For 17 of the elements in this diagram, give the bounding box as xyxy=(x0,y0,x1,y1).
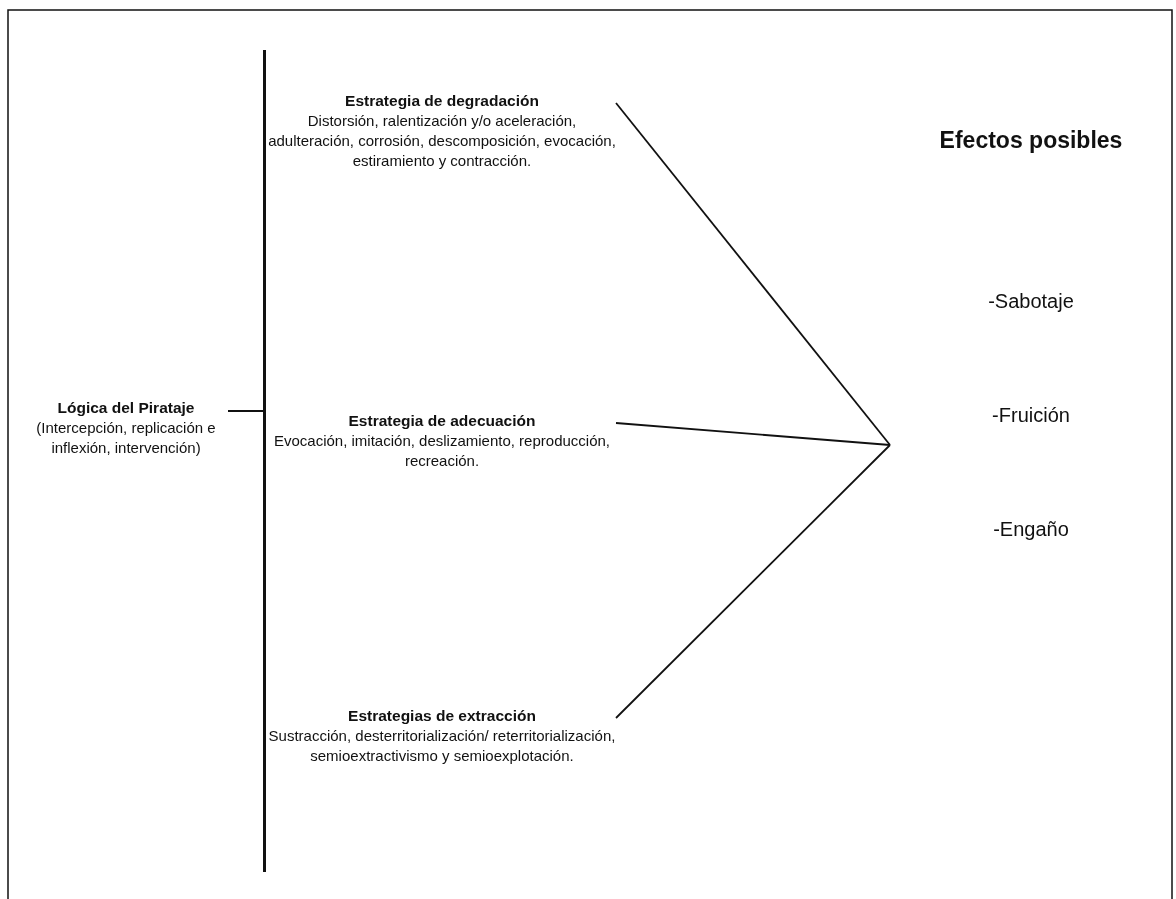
heading: Efectos posibles xyxy=(939,127,1123,153)
list-item: -Sabotaje xyxy=(988,290,1074,312)
list-item: -Fruición xyxy=(992,404,1070,426)
connector-line xyxy=(615,444,891,719)
heading: Estrategias de extracción xyxy=(347,706,537,726)
connector-line xyxy=(615,102,891,446)
list-item: -Engaño xyxy=(993,518,1069,540)
heading: Estrategia de adecuación xyxy=(347,411,537,431)
heading: Lógica del Pirataje xyxy=(56,398,196,418)
vertical-bar xyxy=(263,50,266,872)
connector-line xyxy=(227,410,264,412)
connector-line xyxy=(615,422,891,446)
description-text: Evocación, imitación, deslizamiento, reproducción, recreación. xyxy=(273,431,611,471)
description-text: Sustracción, desterritorialización/ reterritorialización, semioextractivismo y semioexplotación. xyxy=(268,726,616,766)
heading: Estrategia de degradación xyxy=(344,91,540,111)
description-text: Distorsión, ralentización y/o aceleración, adulteración, corrosión, descomposición, evocación, estiramiento y contracción. xyxy=(268,111,616,171)
description-text: (Intercepción, replicación e inflexión, intervención) xyxy=(35,418,217,458)
